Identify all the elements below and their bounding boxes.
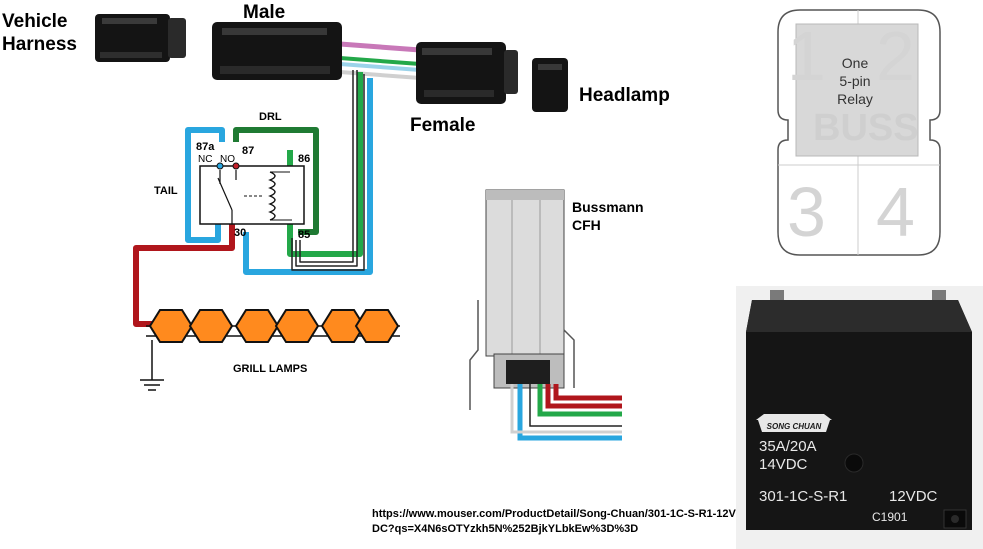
pin-no-label: NO [220,154,235,165]
ground-symbol [140,340,164,391]
bussmann-wires [510,384,622,441]
pin-87a-label: 87a [196,141,215,153]
female-connector [416,42,518,104]
grill-lamps-label: GRILL LAMPS [233,363,307,375]
relay-code-text: C1901 [872,510,908,524]
relay-voltage-text: 12VDC [889,488,938,505]
grill-lamp-3 [320,309,400,343]
pin-85-label: 85 [298,229,310,241]
pin-87-label: 87 [242,145,254,157]
relay-brand-text: SONG CHUAN [767,422,822,431]
socket-text-line2: 5-pin [839,73,870,89]
pin-nc-label: NC [198,154,212,165]
tail-label: TAIL [154,185,178,197]
pin-86-label: 86 [298,153,310,165]
bussmann-label-line2: CFH [572,217,601,233]
female-label: Female [410,115,475,136]
socket-text-line1: One [842,55,869,71]
relay-socket-diagram [777,9,941,256]
headlamp-label: Headlamp [579,85,670,106]
socket-digit-3: 3 [787,173,826,251]
headlamp-connector [532,58,568,112]
source-url: https://www.mouser.com/ProductDetail/Son… [372,508,736,535]
buss-watermark: BUSS [813,107,919,149]
grill-lamp-1 [148,309,234,343]
vehicle-harness-label-line1: Vehicle [2,11,68,32]
bussmann-cfh-holder [469,189,575,410]
male-label: Male [243,2,285,23]
drl-label: DRL [259,111,282,123]
bussmann-label-line1: Bussmann [572,199,644,215]
grill-lamps [146,309,400,343]
relay-model-text: 301-1C-S-R1 [759,488,847,505]
relay-rating-line1: 35A/20A [759,438,817,455]
vehicle-harness-label-line2: Harness [2,34,77,55]
socket-digit-4: 4 [876,173,915,251]
relay-photo [736,286,983,549]
socket-text-line3: Relay [837,91,873,107]
relay-rating-line2: 14VDC [759,456,808,473]
socket-digit-2: 2 [876,17,915,95]
male-connector [212,22,342,80]
grill-lamp-2 [234,309,320,343]
pin-30-label: 30 [234,227,246,239]
harness-wire-bundle [339,41,421,80]
socket-digit-1: 1 [787,17,826,95]
vehicle-harness-connector [95,14,186,62]
relay-schematic [199,162,305,225]
